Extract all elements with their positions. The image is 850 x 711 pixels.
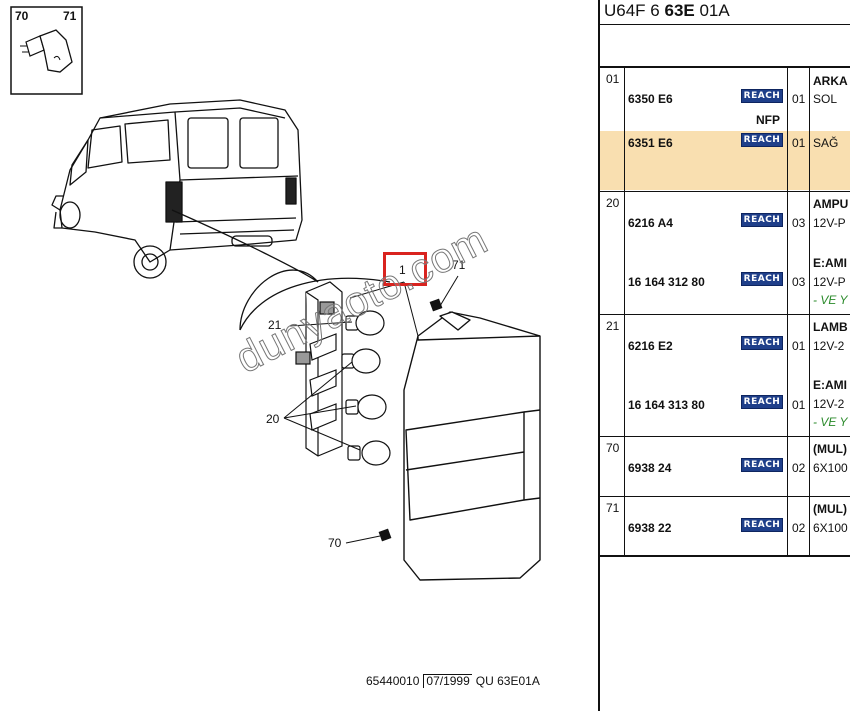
selected-part-highlight[interactable]	[383, 252, 427, 286]
description: 12V-2	[813, 339, 845, 353]
description: 12V-P	[813, 275, 846, 289]
inset-label-71: 71	[63, 9, 77, 23]
leader-lines	[283, 275, 459, 544]
reach-badge: REACH	[741, 272, 783, 286]
quantity: 02	[792, 461, 806, 475]
part-number[interactable]: 6351 E6	[628, 136, 673, 150]
callout-1[interactable]: 1	[399, 263, 406, 277]
inset-label-70: 70	[15, 9, 29, 23]
description: SOL	[813, 92, 838, 106]
clip-71	[429, 298, 443, 312]
description-title: ARKA	[813, 74, 848, 88]
description-title: E:AMI	[813, 378, 847, 392]
reach-badge: REACH	[741, 395, 783, 409]
bulb-21	[345, 310, 385, 336]
title-group: 63E	[664, 1, 695, 20]
description-note: - VE Y	[813, 415, 848, 429]
reach-badge: REACH	[741, 89, 783, 103]
bulb-20-a	[341, 348, 381, 374]
quantity: 01	[792, 398, 806, 412]
diagram-drawing	[10, 6, 541, 581]
callout-20[interactable]: 20	[266, 412, 280, 426]
footer-ref: QU 63E01A	[475, 674, 540, 688]
quantity: 03	[792, 216, 806, 230]
footer-code: 65440010	[366, 674, 420, 688]
zoom-arc	[171, 209, 319, 331]
title-prefix: U64F 6	[604, 1, 665, 20]
selected-row-highlight	[600, 131, 850, 190]
part-number[interactable]: 6216 A4	[628, 216, 673, 230]
description: 12V-P	[813, 216, 846, 230]
parts-diagram: 70 71 1 71 21 20 70 dunyaoto.com 6544001…	[10, 6, 541, 688]
description: SAĞ	[813, 136, 839, 150]
part-number[interactable]: 6216 E2	[628, 339, 673, 353]
description-note: - VE Y	[813, 293, 848, 307]
part-number[interactable]: 16 164 313 80	[628, 398, 705, 412]
callout-71[interactable]: 71	[452, 258, 466, 272]
reach-badge: REACH	[741, 518, 783, 532]
ref-number: 70	[606, 441, 620, 455]
diagram-footer: 65440010 07/1999 QU 63E01A	[366, 674, 540, 688]
reach-badge: REACH	[741, 213, 783, 227]
description: 6X100	[813, 521, 848, 535]
panel-title: U64F 6 63E 01A	[604, 0, 730, 22]
ref-number: 71	[606, 501, 620, 515]
fastener-inset	[10, 6, 83, 95]
part-number[interactable]: 6938 22	[628, 521, 672, 535]
quantity: 01	[792, 136, 806, 150]
reach-badge: REACH	[741, 336, 783, 350]
part-number[interactable]: 6938 24	[628, 461, 672, 475]
quantity: 01	[792, 339, 806, 353]
description: 12V-2	[813, 397, 845, 411]
clip-70	[378, 528, 392, 542]
description-title: AMPU	[813, 197, 849, 211]
description: 6X100	[813, 461, 848, 475]
van-illustration	[51, 99, 303, 279]
reach-badge: REACH	[741, 458, 783, 472]
nfp-label: NFP	[756, 113, 780, 127]
ref-number: 20	[606, 196, 620, 210]
tail-lamp	[403, 311, 541, 581]
quantity: 01	[792, 92, 806, 106]
quantity: 02	[792, 521, 806, 535]
description-title: E:AMI	[813, 256, 847, 270]
footer-date: 07/1999	[423, 674, 472, 688]
description-title: LAMB	[813, 320, 848, 334]
ref-number: 21	[606, 319, 620, 333]
callout-70[interactable]: 70	[328, 536, 342, 550]
quantity: 03	[792, 275, 806, 289]
bulb-20-c	[347, 440, 391, 466]
callout-21[interactable]: 21	[268, 318, 282, 332]
title-suffix: 01A	[694, 1, 730, 20]
description-title: (MUL)	[813, 442, 847, 456]
description-title: (MUL)	[813, 502, 847, 516]
part-number[interactable]: 16 164 312 80	[628, 275, 705, 289]
part-number[interactable]: 6350 E6	[628, 92, 673, 106]
ref-number: 01	[606, 72, 620, 86]
parts-table-panel: U64F 6 63E 01A 01 6350 E6 REACH 01 ARKA …	[598, 0, 850, 711]
reach-badge: REACH	[741, 133, 783, 147]
